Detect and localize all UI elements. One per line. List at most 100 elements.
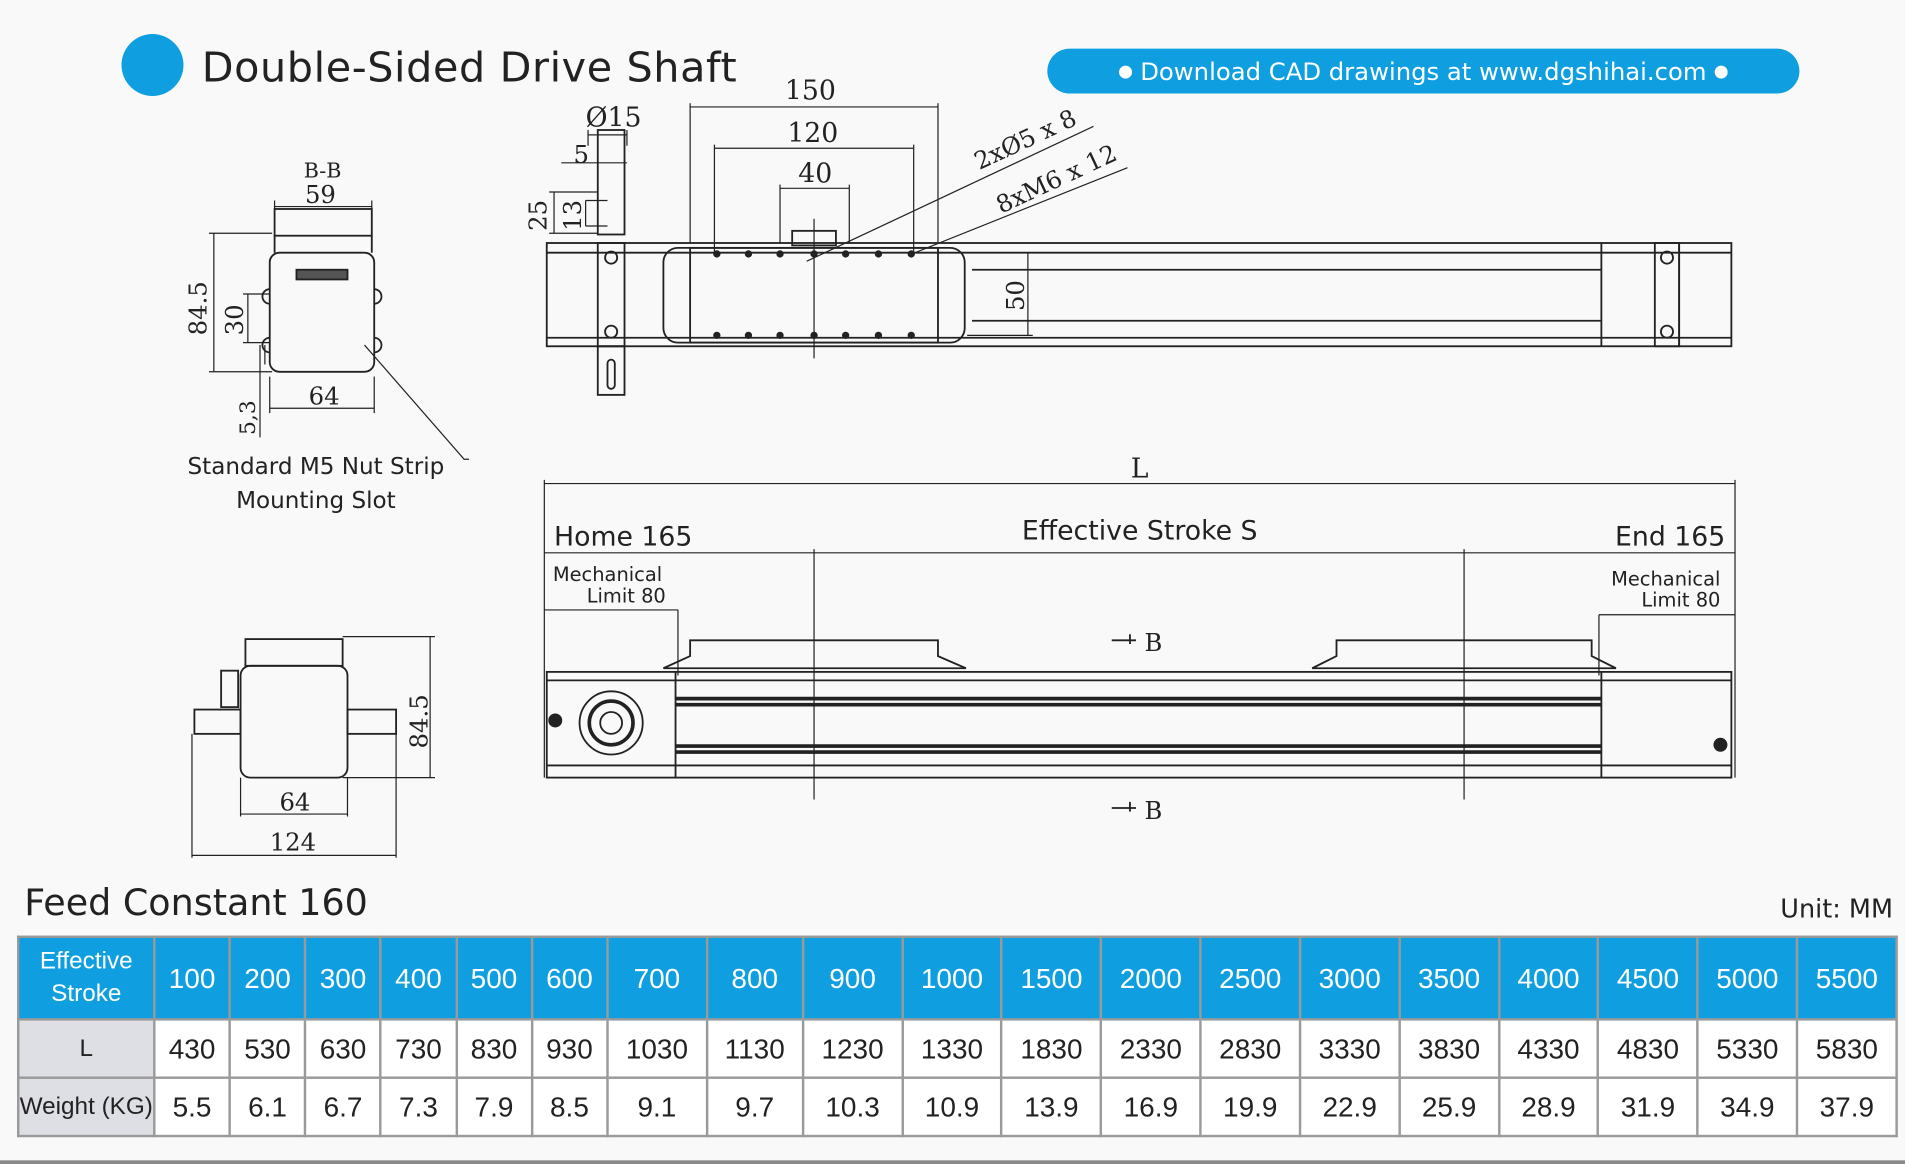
- section-mark-top: B: [1145, 628, 1163, 657]
- home-165-label: Home 165: [554, 522, 692, 553]
- section-mark-bottom: B: [1145, 796, 1163, 825]
- stroke-cell: 3000: [1298, 935, 1401, 1021]
- stroke-header-2: Stroke: [51, 980, 122, 1008]
- weight-cell: 34.9: [1696, 1076, 1799, 1138]
- weight-cell: 6.7: [304, 1076, 382, 1138]
- section-view-bb: B-B 59 84.5 30 64 5,3 Standard M5 Nut St…: [184, 158, 469, 514]
- weight-cell: 9.7: [705, 1076, 805, 1138]
- stroke-cell: 1000: [901, 935, 1003, 1021]
- stroke-cell: 500: [455, 935, 533, 1021]
- weight-header: Weight (KG): [17, 1076, 156, 1138]
- L-cell: 830: [455, 1018, 533, 1079]
- dim-5: 5: [573, 140, 588, 169]
- stroke-header-1: Effective: [39, 947, 133, 975]
- dim-64: 64: [309, 382, 340, 411]
- dim-59: 59: [305, 180, 336, 209]
- divider: [0, 1160, 1905, 1164]
- L-cell: 1230: [801, 1018, 904, 1079]
- L-cell: 3330: [1298, 1018, 1401, 1079]
- stroke-cell: 1500: [1000, 935, 1103, 1021]
- stroke-cell: 3500: [1398, 935, 1501, 1021]
- L-cell: 4830: [1597, 1018, 1699, 1079]
- dim-84-5-end: 84.5: [405, 694, 434, 748]
- nut-strip-note-2: Mounting Slot: [236, 488, 396, 514]
- bullet-icon: ●: [1118, 61, 1133, 81]
- dim-dia-15: Ø15: [586, 102, 642, 133]
- weight-cell: 9.1: [605, 1076, 708, 1138]
- stroke-cell: 400: [379, 935, 458, 1021]
- weight-cell: 6.1: [228, 1076, 307, 1138]
- stroke-cell: 300: [304, 935, 382, 1021]
- mechanical-limit-right-2: Limit 80: [1641, 588, 1720, 611]
- dim-64-end: 64: [279, 787, 310, 816]
- length-header: L: [17, 1018, 156, 1079]
- L-cell: 730: [379, 1018, 458, 1079]
- page-title: Double-Sided Drive Shaft: [201, 43, 738, 93]
- unit-label: Unit: MM: [1780, 894, 1893, 924]
- end-view: 84.5 64 124: [191, 636, 435, 858]
- dim-25: 25: [524, 200, 553, 231]
- stroke-cell: 700: [605, 935, 708, 1021]
- weight-cell: 28.9: [1497, 1076, 1600, 1138]
- technical-drawing: B-B 59 84.5 30 64 5,3 Standard M5 Nut St…: [184, 76, 1736, 858]
- stroke-cell: 200: [228, 935, 307, 1021]
- dim-40: 40: [798, 158, 832, 189]
- weight-cell: 16.9: [1099, 1076, 1202, 1138]
- L-cell: 1030: [605, 1018, 708, 1079]
- stroke-cell: 4000: [1497, 935, 1600, 1021]
- weight-cell: 31.9: [1597, 1076, 1699, 1138]
- L-cell: 630: [304, 1018, 382, 1079]
- weight-cell: 25.9: [1398, 1076, 1501, 1138]
- title-bullet-icon: [121, 34, 184, 96]
- L-cell: 5830: [1795, 1018, 1898, 1079]
- L-cell: 530: [228, 1018, 307, 1079]
- dim-150: 150: [785, 76, 836, 107]
- weight-cell: 13.9: [1000, 1076, 1103, 1138]
- section-label: B-B: [304, 158, 342, 182]
- dim-124: 124: [270, 828, 316, 857]
- banner-text[interactable]: Download CAD drawings at www.dgshihai.co…: [1140, 56, 1707, 86]
- bullet-icon: ●: [1713, 61, 1729, 81]
- dim-120: 120: [787, 118, 838, 149]
- L-cell: 1130: [705, 1018, 805, 1079]
- stroke-cell: 5000: [1696, 935, 1799, 1021]
- dim-L: L: [1131, 453, 1149, 484]
- weight-cell: 7.9: [455, 1076, 533, 1138]
- weight-cell: 8.5: [530, 1076, 609, 1138]
- top-view: Ø15 5 25 13 150 120 40 2xØ5 x 8 8xM6 x 1…: [524, 76, 1733, 396]
- L-cell: 3830: [1398, 1018, 1501, 1079]
- weight-cell: 10.3: [801, 1076, 904, 1138]
- mechanical-limit-left: Mechanical: [553, 563, 662, 586]
- dim-5-3: 5,3: [236, 400, 261, 435]
- L-cell: 4330: [1497, 1018, 1600, 1079]
- dim-30: 30: [220, 304, 249, 335]
- L-cell: 430: [153, 1018, 232, 1079]
- stroke-cell: 2000: [1099, 935, 1202, 1021]
- stroke-cell: 4500: [1597, 935, 1699, 1021]
- weight-cell: 5.5: [153, 1076, 232, 1138]
- L-cell: 930: [530, 1018, 609, 1079]
- L-cell: 1830: [1000, 1018, 1103, 1079]
- weight-cell: 10.9: [901, 1076, 1003, 1138]
- feed-constant: Feed Constant 160: [24, 882, 368, 925]
- download-cad-banner[interactable]: ● Download CAD drawings at www.dgshihai.…: [1047, 48, 1800, 94]
- side-view: L Home 165 Effective Stroke S End 165 Me…: [543, 453, 1736, 825]
- stroke-cell: 800: [705, 935, 805, 1021]
- weight-cell: 37.9: [1795, 1076, 1898, 1138]
- L-cell: 1330: [901, 1018, 1003, 1079]
- L-cell: 5330: [1696, 1018, 1799, 1079]
- mechanical-limit-right: Mechanical: [1611, 568, 1720, 591]
- end-165-label: End 165: [1615, 522, 1725, 553]
- mechanical-limit-left-2: Limit 80: [587, 585, 666, 608]
- L-cell: 2330: [1099, 1018, 1202, 1079]
- dim-84-5: 84.5: [184, 281, 213, 335]
- dim-50: 50: [1001, 280, 1030, 311]
- weight-cell: 19.9: [1199, 1076, 1302, 1138]
- nut-strip-note: Standard M5 Nut Strip: [188, 454, 445, 480]
